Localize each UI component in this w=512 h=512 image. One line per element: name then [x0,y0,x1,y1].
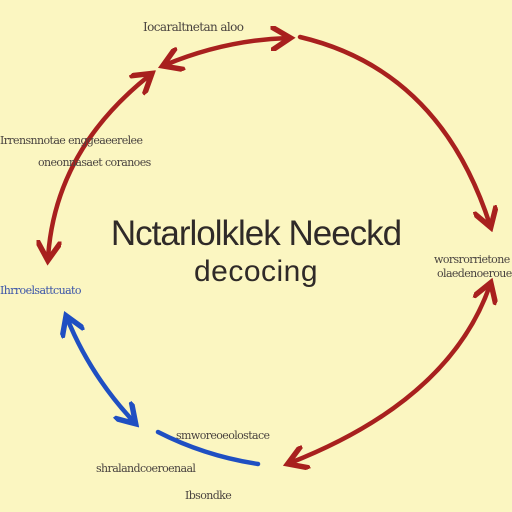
bottom-arrow [155,429,261,467]
right-arrow [297,34,490,225]
label-top: Iocaraltnetan aloo [143,20,244,34]
label-left-line1: Irrensnnotae enggeaeerelee [0,134,143,147]
label-bottom-line1: smworeoeolostace [176,429,270,442]
diagram-title: Nctarlolklek Neeckd [110,214,402,253]
label-left-line2: oneonnasaet coranoes [38,156,151,169]
top-arrow [165,38,288,65]
label-left-blue: Ihrroelsattcuato [0,284,81,297]
left-arrow [48,75,150,258]
label-bottom-line3: Ibsondke [185,489,232,502]
label-right-line1: worsrorrietone [434,253,510,266]
label-bottom-line2: shralandcoeroenaal [96,462,196,475]
label-right-line2: olaedenoeroueeo [437,267,512,280]
left-blue-arrow [67,318,134,422]
diagram-subtitle: decocing [193,255,319,288]
bottom-right-arrow [290,285,490,463]
